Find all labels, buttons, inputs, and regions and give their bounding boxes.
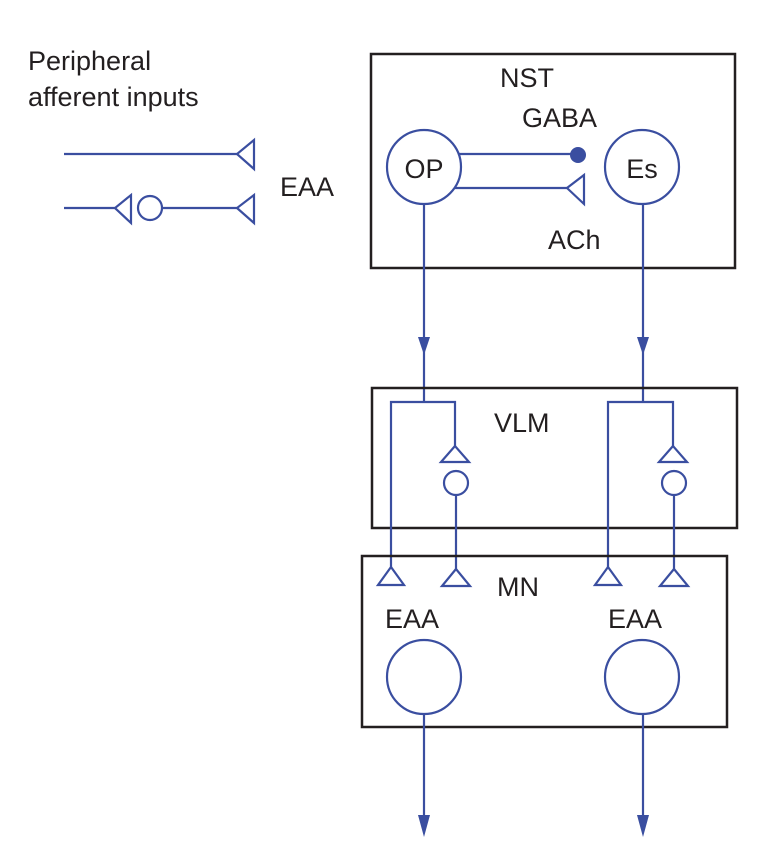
op-neuron-label: OP — [404, 154, 443, 184]
interneuron-icon — [136, 194, 164, 222]
excitatory-synapse-icon — [439, 567, 473, 588]
mn-left-transmitter: EAA — [385, 604, 439, 634]
ach-label: ACh — [548, 225, 601, 255]
legend-title-line2: afferent inputs — [28, 82, 199, 112]
motor-neuron-right — [603, 638, 681, 716]
es-branch — [606, 400, 675, 570]
arrow-down-icon — [418, 815, 430, 837]
legend-relayed-afferent — [64, 192, 256, 226]
arrow-down-icon — [418, 337, 430, 355]
excitatory-synapse-icon — [656, 444, 690, 464]
mn-label: MN — [497, 572, 539, 602]
arrow-down-icon — [637, 815, 649, 837]
excitatory-synapse-icon — [375, 565, 407, 587]
mn-right-transmitter: EAA — [608, 604, 662, 634]
excitatory-synapse-icon — [565, 172, 586, 207]
vlm-interneuron-right — [660, 469, 688, 497]
mn-region — [360, 554, 729, 729]
excitatory-synapse-icon — [657, 567, 691, 588]
inhibitory-synapse-icon — [570, 147, 586, 163]
excitatory-synapse-icon — [592, 565, 624, 587]
es-neuron-label: Es — [626, 154, 658, 184]
legend-direct-afferent — [64, 137, 256, 172]
vlm-label: VLM — [494, 408, 550, 438]
motor-neuron-left — [385, 638, 463, 716]
excitatory-synapse-icon — [438, 444, 472, 464]
nst-region — [369, 52, 737, 270]
vlm-region — [370, 386, 739, 530]
nst-label: NST — [500, 63, 554, 93]
excitatory-synapse-icon — [235, 192, 256, 226]
legend-title-line1: Peripheral — [28, 46, 151, 76]
excitatory-synapse-icon — [235, 137, 256, 172]
legend-transmitter-label: EAA — [280, 172, 334, 202]
gaba-label: GABA — [522, 103, 597, 133]
excitatory-synapse-icon — [113, 192, 133, 226]
op-branch — [389, 400, 457, 570]
vlm-interneuron-left — [442, 469, 470, 497]
arrow-down-icon — [637, 337, 649, 355]
